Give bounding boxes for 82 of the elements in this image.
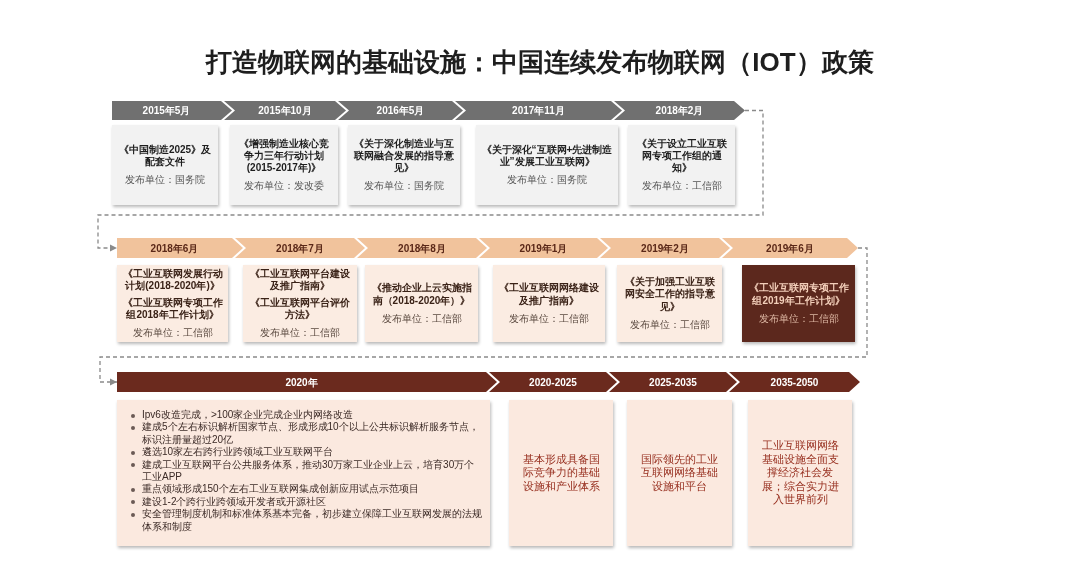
band-point xyxy=(719,238,730,258)
band-point xyxy=(486,372,497,392)
date-label: 2017年11月 xyxy=(512,105,565,116)
publisher-label: 发布单位：工信部 xyxy=(260,327,340,340)
goal-item: 建成5个左右标识解析国家节点、形成形成10个以上公共标识解析服务节点，标识注册量超过20亿 xyxy=(142,421,480,446)
publisher-label: 发布单位：发改委 xyxy=(244,180,324,193)
date-label: 2019年1月 xyxy=(519,242,568,254)
policy-card xyxy=(493,265,605,342)
policy-card xyxy=(348,125,460,205)
dashed-connector xyxy=(99,247,868,386)
publisher-label: 发布单位：工信部 xyxy=(629,318,710,331)
publisher-label: 发布单位：国务院 xyxy=(364,180,444,193)
policy-title: 《工业互联网专项工作组2019年工作计划》 xyxy=(747,282,850,307)
publisher-label: 发布单位：工信部 xyxy=(509,312,589,325)
goal-item: Ipv6改造完成，>100家企业完成企业内网络改造 xyxy=(142,409,354,421)
policy-card xyxy=(117,265,228,342)
date-label: 2019年2月 xyxy=(641,242,689,254)
band-point xyxy=(606,372,617,392)
dashed-connector xyxy=(97,109,764,252)
band-point xyxy=(452,101,463,120)
vision-text: 工业互联网网络基础设施全面支撑经济社会发展；综合实力进入世界前列 xyxy=(760,438,840,508)
policy-title: 《关于深化“互联网+先进制造业”发展工业互联网》 xyxy=(481,143,613,169)
publisher-label: 发布单位：国务院 xyxy=(507,174,587,187)
date-label: 2016年5月 xyxy=(376,105,425,116)
publisher-label: 发布单位：工信部 xyxy=(381,312,462,325)
band-point xyxy=(232,238,243,258)
goal-item: 重点领域形成150个左右工业互联网集成创新应用试点示范项目 xyxy=(142,483,419,496)
band-point xyxy=(726,372,737,392)
date-label: 2015年10月 xyxy=(258,105,312,116)
date-label: 2020-2025 xyxy=(529,376,577,388)
policy-card xyxy=(365,265,478,342)
vision-text: 国际领先的工业互联网网络基础设施和平台 xyxy=(640,452,719,494)
policy-card xyxy=(617,265,722,342)
policy-title: 《工业互联网专项工作组2018年工作计划》 xyxy=(122,297,223,322)
publisher-label: 发布单位：国务院 xyxy=(125,174,205,187)
policy-title: 《工业互联网发展行动计划(2018-2020年)》 xyxy=(122,267,223,292)
band-point xyxy=(476,238,487,258)
goal-item: 建设1-2个跨行业跨领域开发者或开源社区 xyxy=(142,495,327,508)
date-label: 2025-2035 xyxy=(649,376,697,388)
publisher-label: 发布单位：工信部 xyxy=(132,327,213,340)
policy-title: 《工业互联网网络建设及推广指南》 xyxy=(498,282,600,307)
policy-title: 《推动企业上云实施指南（2018-2020年）》 xyxy=(370,282,473,307)
policy-title: 《关于深化制造业与互联网融合发展的指导意见》 xyxy=(353,137,455,175)
policy-card xyxy=(230,125,338,205)
policy-card xyxy=(112,125,218,205)
policy-title: 《增强制造业核心竞争力三年行动计划(2015-2017年)》 xyxy=(238,137,330,175)
policy-card xyxy=(243,265,357,342)
publisher-label: 发布单位：工信部 xyxy=(758,312,839,325)
date-label: 2018年7月 xyxy=(276,242,324,254)
goal-item: 安全管理制度机制和标准体系基本完备，初步建立保障工业互联网发展的法规体系和制度 xyxy=(142,508,482,534)
date-band xyxy=(614,101,745,120)
band-point xyxy=(354,238,365,258)
policy-title: 《工业互联网平台建设及推广指南》 xyxy=(249,267,351,292)
date-label: 2015年5月 xyxy=(142,105,191,116)
date-label: 2018年8月 xyxy=(398,242,446,254)
date-band xyxy=(729,372,860,392)
policy-title: 《关于加强工业互联网安全工作的指导意见》 xyxy=(623,276,716,313)
band-point xyxy=(597,238,608,258)
policy-title: 《关于设立工业互联网专项工作组的通知》 xyxy=(635,137,728,175)
date-label: 2018年6月 xyxy=(150,242,199,254)
vision-card xyxy=(627,400,732,546)
publisher-label: 发布单位：工信部 xyxy=(641,180,722,193)
band-point xyxy=(221,101,232,120)
goal-card xyxy=(117,400,490,546)
title: 打造物联网的基础设施：中国连续发布物联网（IOT）政策 xyxy=(204,46,875,79)
vision-card xyxy=(748,400,852,546)
goal-item: 建成工业互联网平台公共服务体系，推动30万家工业企业上云，培育30万个工业APP xyxy=(142,458,476,483)
date-label: 2018年2月 xyxy=(655,105,704,116)
policy-card xyxy=(476,125,618,205)
date-label: 2020年 xyxy=(285,376,318,388)
policy-card xyxy=(742,265,855,342)
date-label: 2019年6月 xyxy=(766,242,814,254)
band-point xyxy=(611,101,622,120)
policy-card xyxy=(628,125,735,205)
goal-item: 遴选10家左右跨行业跨领域工业互联网平台 xyxy=(142,446,334,459)
date-label: 2035-2050 xyxy=(770,376,819,388)
vision-card xyxy=(509,400,613,546)
policy-title: 《工业互联网平台评价方法》 xyxy=(249,297,351,322)
vision-text: 基本形成具备国际竞争力的基础设施和产业体系 xyxy=(521,452,601,494)
band-point xyxy=(335,101,346,120)
date-band xyxy=(722,238,858,258)
policy-title: 《中国制造2025》及配套文件 xyxy=(117,143,213,169)
